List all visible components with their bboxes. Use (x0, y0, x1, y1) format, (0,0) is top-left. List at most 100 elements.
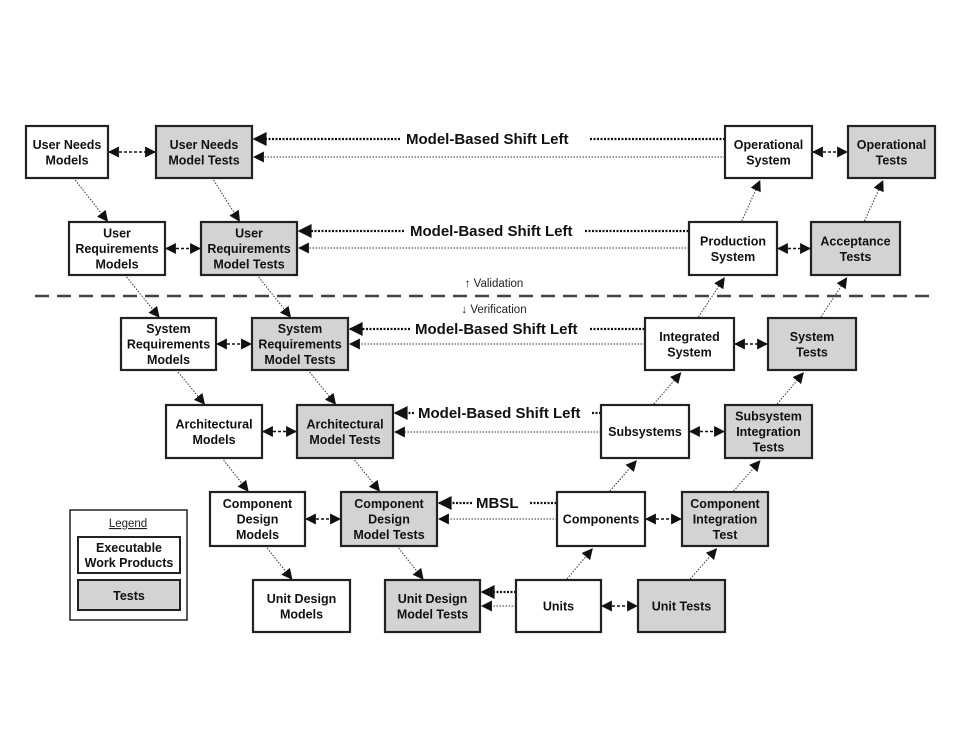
descend-arrow (309, 371, 337, 405)
box-rect (514, 578, 603, 634)
box-label: Models (95, 258, 138, 272)
shift-left-label-2: Model-Based Shift Left (410, 223, 573, 240)
box-rect (643, 316, 736, 372)
box-rect (809, 220, 902, 277)
ascend-arrow (820, 277, 848, 318)
ascend-arrow (609, 460, 637, 492)
box-label: Models (192, 433, 235, 447)
box-label: Unit Tests (652, 600, 712, 614)
box-rect (251, 578, 352, 634)
box-label: System (146, 322, 190, 336)
ascend-arrow (566, 548, 593, 580)
box-label: User (103, 227, 131, 241)
box-rect (687, 220, 779, 277)
legend-work-product-label: Executable (96, 541, 162, 555)
shift-left-label-1: Model-Based Shift Left (406, 131, 569, 148)
box-label: System (667, 345, 711, 359)
box-rect (599, 403, 691, 460)
box-label: Unit Design (398, 592, 467, 606)
legend-tests-label: Tests (113, 589, 145, 603)
box-rect (339, 490, 439, 548)
box-label: System (746, 153, 790, 167)
box-label: Tests (796, 345, 828, 359)
box-label: Units (543, 600, 574, 614)
box-rect (67, 220, 167, 277)
box-label: User Needs (170, 138, 239, 152)
descend-arrow (354, 459, 381, 492)
descend-arrow (126, 276, 160, 318)
box-label: Model Tests (168, 153, 239, 167)
descend-arrow (258, 276, 292, 318)
box-label: Unit Design (267, 592, 336, 606)
descend-arrow (266, 547, 293, 580)
box-label: Model Tests (397, 607, 468, 621)
legend: Legend Executable Work Products Tests (69, 509, 188, 621)
box-rect (154, 124, 254, 180)
box-rect (846, 124, 937, 180)
box-rect (164, 403, 264, 460)
box-label: Tests (840, 250, 872, 264)
legend-title: Legend (109, 518, 147, 530)
box-rect (250, 316, 350, 372)
shift-left-label-5: MBSL (476, 495, 519, 512)
connector-arrows (74, 132, 884, 612)
shift-left-label-3: Model-Based Shift Left (415, 321, 578, 338)
verification-label: ↓ Verification (461, 304, 526, 316)
descend-arrow (74, 179, 109, 222)
box-label: Model Tests (353, 528, 424, 542)
box-rect (723, 124, 814, 180)
box-label: Components (563, 513, 639, 527)
box-label: Models (280, 607, 323, 621)
box-label: Model Tests (264, 353, 335, 367)
legend-tests-swatch (77, 579, 181, 611)
box-label: Requirements (258, 338, 341, 352)
box-label: System (278, 322, 322, 336)
box-rect (24, 124, 110, 180)
box-label: Acceptance (820, 234, 890, 248)
shift-left-label-4: Model-Based Shift Left (418, 405, 581, 422)
ascend-arrow (741, 179, 761, 222)
subsystems-box: Subsystems (599, 403, 691, 460)
box-label: Design (368, 513, 410, 527)
box-label: Requirements (75, 242, 158, 256)
box-rect (295, 403, 395, 460)
box-label: Model Tests (213, 258, 284, 272)
box-rect (199, 220, 299, 277)
validation-label: ↑ Validation (465, 278, 524, 290)
descend-arrow (213, 179, 240, 222)
box-label: Component (223, 497, 293, 511)
units-box: Units (514, 578, 603, 634)
box-label: System (711, 250, 755, 264)
components-box: Components (555, 490, 647, 548)
box-rect (208, 490, 307, 548)
ascend-arrow (863, 180, 884, 222)
box-label: Operational (857, 138, 926, 152)
box-label: System (790, 330, 834, 344)
box-label: Models (236, 528, 279, 542)
descend-arrow (177, 371, 206, 405)
box-label: Models (45, 153, 88, 167)
box-label: Subsystems (608, 425, 682, 439)
box-label: Model Tests (309, 433, 380, 447)
box-rect (636, 578, 727, 634)
box-label: Requirements (127, 338, 210, 352)
box-label: Architectural (175, 417, 252, 431)
box-label: Requirements (207, 242, 290, 256)
